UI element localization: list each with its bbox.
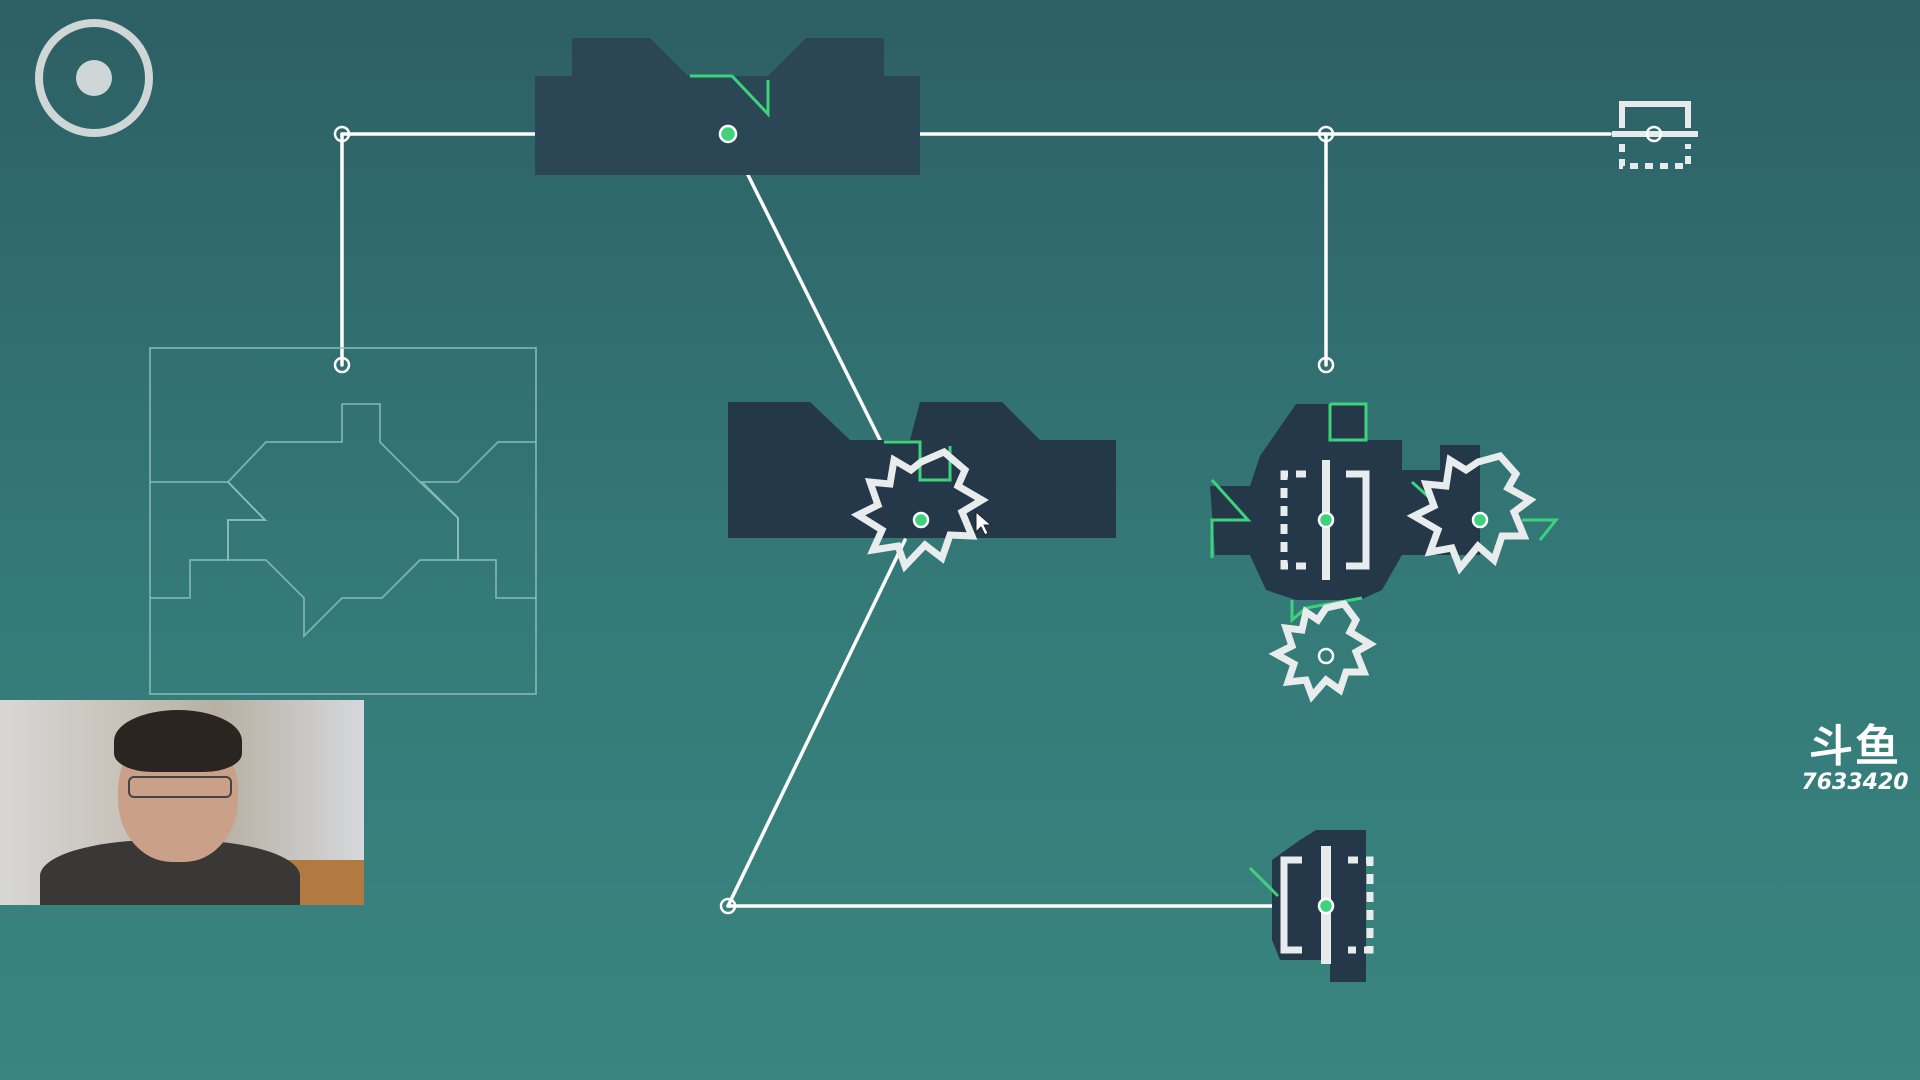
mouse-cursor-icon [975, 510, 993, 536]
webcam-person-glasses [128, 776, 232, 798]
watermark-room-id: 7633420 [1801, 770, 1909, 795]
layered-tray-icon[interactable] [1612, 101, 1698, 169]
right-clamp-block[interactable] [1210, 402, 1560, 703]
middle-saw-block[interactable] [728, 402, 1116, 573]
bottom-clamp-block[interactable] [1248, 830, 1374, 982]
top-gate-block[interactable] [535, 38, 920, 175]
target-circle-icon[interactable] [35, 19, 153, 137]
watermark-brand: 斗鱼 [1809, 721, 1901, 772]
clamp-mechanism[interactable] [1280, 460, 1370, 580]
saw-blade-bottom[interactable] [1268, 600, 1377, 703]
webcam-person-hair [114, 710, 242, 772]
streamer-webcam [0, 700, 364, 905]
target-preview [149, 347, 537, 695]
wire-network [340, 132, 1612, 908]
junction-nodes [333, 125, 1335, 915]
saw-blade-right[interactable] [1406, 452, 1537, 575]
saw-blade[interactable] [850, 447, 989, 573]
platform-watermark: 斗鱼 7633420 [1790, 710, 1920, 795]
